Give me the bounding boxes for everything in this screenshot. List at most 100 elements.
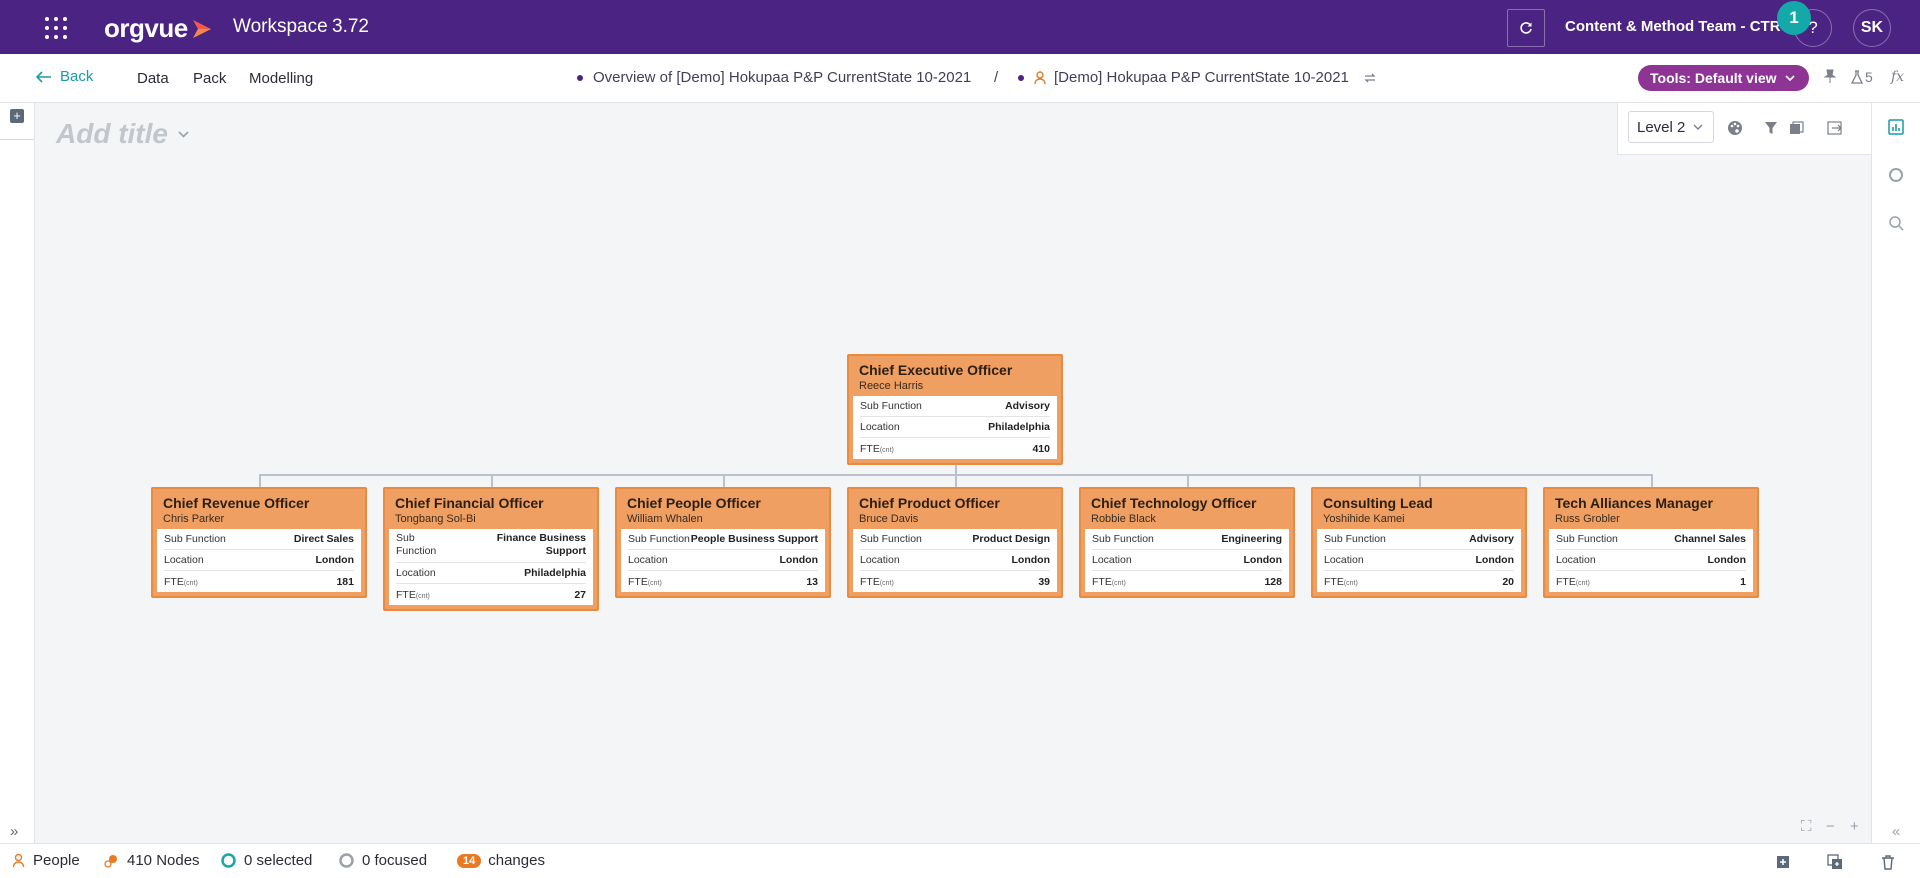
breadcrumb-separator: / bbox=[994, 69, 999, 86]
flask-button[interactable]: 5 bbox=[1851, 69, 1873, 85]
breadcrumb-overview-label: Overview of [Demo] Hokupaa P&P CurrentSt… bbox=[593, 69, 972, 86]
layers-icon[interactable] bbox=[1788, 119, 1806, 137]
app-version: 3.72 bbox=[332, 16, 369, 37]
field-location-value: London bbox=[1243, 554, 1282, 566]
add-panel-icon[interactable]: + bbox=[10, 109, 24, 123]
field-sub-function-label-text: Sub Function bbox=[628, 533, 690, 545]
duplicate-icon[interactable] bbox=[1827, 854, 1843, 870]
chart-title-input[interactable]: Add title bbox=[56, 118, 189, 150]
divider bbox=[0, 139, 34, 140]
field-location-label-text: Location bbox=[860, 421, 900, 433]
avatar[interactable]: SK bbox=[1853, 9, 1891, 47]
card-person-name: Robbie Black bbox=[1091, 513, 1156, 525]
search-icon[interactable] bbox=[1886, 213, 1906, 233]
collapse-panel-icon[interactable]: « bbox=[1891, 822, 1901, 840]
person-icon bbox=[1034, 70, 1046, 84]
fit-screen-icon[interactable]: ⛶ bbox=[1801, 818, 1812, 835]
field-fte-label-text: FTE bbox=[628, 575, 648, 588]
focused-label: 0 focused bbox=[362, 852, 428, 869]
dataset-indicator[interactable]: People bbox=[12, 852, 80, 869]
field-location-label: Location bbox=[860, 554, 900, 566]
team-name[interactable]: Content & Method Team - CTR bbox=[1565, 18, 1781, 35]
tools-view-button[interactable]: Tools: Default view bbox=[1638, 65, 1809, 91]
fte-unit: (cnt) bbox=[415, 592, 430, 600]
field-location-value: London bbox=[1707, 554, 1746, 566]
focused-icon bbox=[339, 853, 354, 868]
card-title: Chief Executive Officer bbox=[859, 362, 1013, 378]
field-location-label: Location bbox=[860, 421, 900, 433]
field-fte-row: FTE(cnt)128 bbox=[1092, 571, 1282, 592]
focused-count[interactable]: 0 focused bbox=[339, 852, 427, 869]
flask-icon bbox=[1851, 70, 1863, 84]
chart-panel-icon[interactable] bbox=[1886, 117, 1906, 137]
notification-badge[interactable]: 1 bbox=[1777, 1, 1811, 35]
refresh-button[interactable] bbox=[1507, 9, 1545, 47]
formula-icon[interactable]: fx bbox=[1891, 69, 1905, 85]
field-location-label: Location bbox=[1092, 554, 1132, 566]
card-person-name: Yoshihide Kamei bbox=[1323, 513, 1405, 525]
add-node-icon[interactable] bbox=[1775, 854, 1791, 870]
field-location-label-text: Location bbox=[396, 567, 436, 579]
swap-icon[interactable] bbox=[1363, 72, 1377, 84]
menu-modelling[interactable]: Modelling bbox=[249, 70, 314, 87]
field-location-value: London bbox=[1475, 554, 1514, 566]
filter-icon[interactable] bbox=[1762, 119, 1780, 137]
zoom-in-icon[interactable]: + bbox=[1850, 818, 1859, 835]
field-fte-label: FTE(cnt) bbox=[1556, 576, 1590, 588]
field-location-value: London bbox=[779, 554, 818, 566]
menu-data[interactable]: Data bbox=[137, 70, 169, 87]
field-fte-label-text: FTE bbox=[860, 442, 880, 455]
circle-panel-icon[interactable] bbox=[1886, 165, 1906, 185]
palette-icon[interactable] bbox=[1726, 119, 1744, 137]
refresh-icon bbox=[1520, 22, 1532, 34]
field-location-label: Location bbox=[396, 567, 436, 579]
export-icon[interactable] bbox=[1826, 119, 1844, 137]
field-location-label: Location bbox=[628, 554, 668, 566]
chart-title-placeholder: Add title bbox=[56, 118, 168, 149]
back-button[interactable]: Back bbox=[36, 68, 93, 85]
field-location-value: Philadelphia bbox=[988, 421, 1050, 433]
expand-panel-icon[interactable]: » bbox=[10, 823, 19, 840]
zoom-out-icon[interactable]: − bbox=[1826, 818, 1835, 835]
level-select[interactable]: Level 2 bbox=[1628, 111, 1714, 143]
org-connector-line bbox=[1187, 474, 1189, 487]
selected-count[interactable]: 0 selected bbox=[221, 852, 312, 869]
pin-icon[interactable] bbox=[1823, 69, 1837, 86]
card-person-name: Tongbang Sol-Bi bbox=[395, 513, 476, 525]
card-person-name: Chris Parker bbox=[163, 513, 225, 525]
breadcrumb-dataset[interactable]: [Demo] Hokupaa P&P CurrentState 10-2021 bbox=[1018, 69, 1377, 86]
chevron-down-icon[interactable] bbox=[178, 130, 189, 138]
field-sub-function-value: Advisory bbox=[1469, 533, 1514, 545]
card-person-name: Reece Harris bbox=[859, 380, 924, 392]
orgvue-logo[interactable]: orgvue bbox=[104, 13, 213, 44]
card-title: Chief Technology Officer bbox=[1091, 495, 1257, 511]
field-fte-label: FTE(cnt) bbox=[628, 576, 662, 588]
field-fte-label-text: FTE bbox=[1556, 575, 1576, 588]
changes-label: changes bbox=[488, 852, 545, 869]
breadcrumb-overview[interactable]: Overview of [Demo] Hokupaa P&P CurrentSt… bbox=[577, 69, 971, 86]
app-grid-icon[interactable] bbox=[44, 16, 68, 40]
menu-pack[interactable]: Pack bbox=[193, 70, 227, 87]
delete-icon[interactable] bbox=[1880, 854, 1896, 870]
status-bar: People 410 Nodes 0 selected 0 focused 14… bbox=[0, 843, 1920, 878]
changes-indicator[interactable]: 14 changes bbox=[457, 852, 545, 869]
field-location-value: London bbox=[1011, 554, 1050, 566]
